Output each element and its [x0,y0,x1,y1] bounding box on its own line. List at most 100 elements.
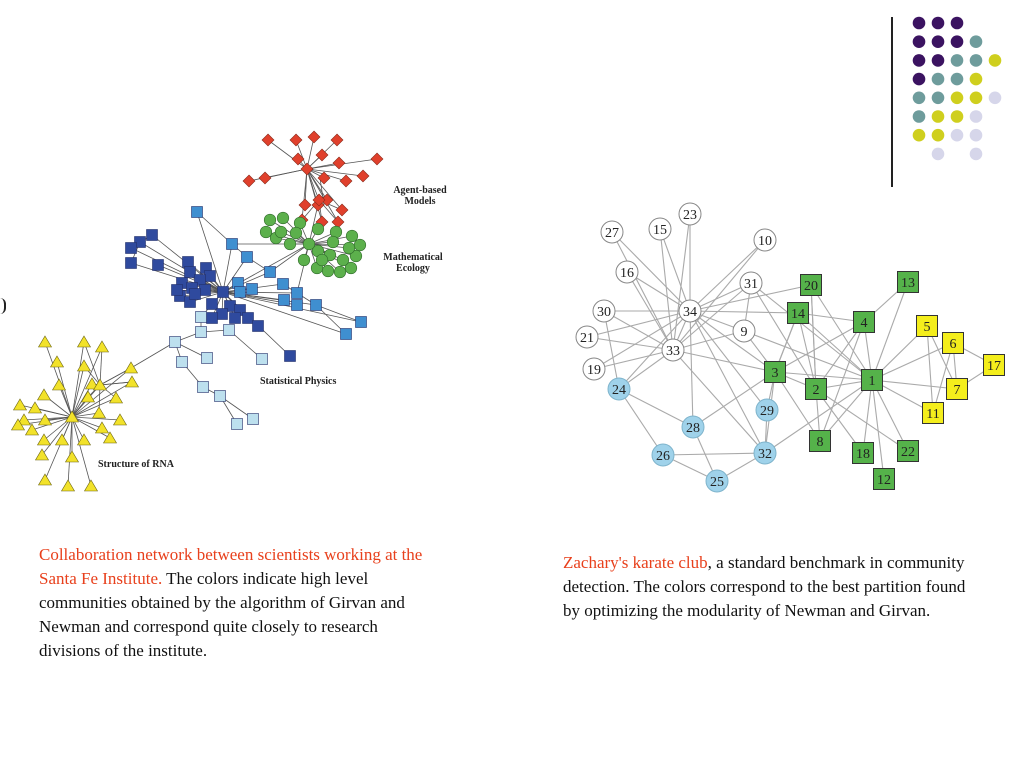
santa-fe-caption-text: The colors indicate high level communiti… [39,569,405,660]
rna-node [108,391,124,404]
group-label-line: Ecology [396,263,430,274]
agent-based-node [315,148,329,162]
ecology-node [263,213,277,227]
rna-node [102,431,118,444]
edge [222,291,285,301]
decor-dot [931,54,945,67]
edge [222,243,233,293]
edge [157,264,224,293]
slide-edge-mark [0,298,6,314]
edge [99,381,133,386]
karate-node-label: 21 [580,331,594,346]
karate-node-label: 28 [686,421,700,436]
edge [222,271,271,293]
physics-node [291,299,303,311]
karate-edge [810,284,873,381]
edge [34,407,73,418]
decor-dot [988,54,1002,67]
ecology-node [302,237,316,251]
karate-edge [815,388,909,452]
agent-based-node [242,174,256,188]
karate-edge [611,231,674,351]
physics-node [176,356,188,368]
karate-node-green [873,468,895,490]
edge [306,168,320,201]
karate-edge [689,310,766,454]
group-label-line: Structure of RNA [98,459,175,470]
edge [306,168,323,223]
agent-based-node [335,203,349,217]
karate-node-white [739,271,763,295]
karate-node-blue [651,443,675,467]
karate-edge [815,321,865,390]
group-label-rna: Structure of RNA [98,459,175,470]
decor-dot [950,91,964,105]
rna-node [24,423,40,436]
ecology-node [274,225,288,239]
physics-node [310,299,322,311]
agent-based-node [356,169,370,183]
physics-node [355,316,367,328]
rna-node [10,418,26,431]
rna-node [123,361,139,374]
karate-node-label: 26 [656,449,670,464]
ecology-node [289,226,303,240]
edge [44,416,73,481]
decor-dot [950,110,964,123]
rna-node [37,473,53,486]
karate-node-green [897,271,919,293]
karate-node-green [853,311,875,333]
edge [306,168,343,211]
ecology-node [349,249,363,263]
karate-node-green [805,378,827,400]
rna-node [37,413,53,426]
physics-node [247,413,259,425]
decor-dot [969,54,983,67]
agent-based-node [332,156,346,170]
edge [222,256,248,293]
physics-node [234,286,246,298]
karate-edge [689,310,776,373]
decor-dot [931,16,945,30]
karate-node-label: 6 [950,337,957,352]
karate-node-yellow [942,332,964,354]
physics-node [195,326,207,338]
karate-edge [692,371,776,428]
ecology-node [345,229,359,243]
ecology-node [315,253,329,267]
ecology-node [344,261,358,275]
physics-node [252,320,264,332]
karate-node-label: 27 [605,226,619,241]
physics-node [241,251,253,263]
edge [295,139,308,170]
rna-node [76,359,92,372]
karate-edge [871,342,954,381]
karate-edge [603,310,620,390]
decor-dot [969,147,983,161]
physics-node [264,266,276,278]
edge [41,416,73,456]
karate-node-yellow [916,315,938,337]
rna-node [36,388,52,401]
rna-node [34,448,50,461]
karate-edge [871,281,909,381]
karate-node-label: 14 [791,307,805,322]
karate-node-label: 18 [856,447,870,462]
karate-node-label: 10 [758,234,772,249]
karate-edge [774,321,865,373]
karate-node-white [678,299,702,323]
physics-node [189,288,201,300]
rna-node [92,378,108,391]
karate-node-green [897,440,919,462]
karate-node-green [861,369,883,391]
edge [67,416,73,487]
header-divider-line [891,17,893,187]
karate-edge [611,231,691,312]
karate-edge [618,388,664,456]
group-label-physics: Statistical Physics [260,376,336,387]
karate-node-yellow [946,378,968,400]
rna-node [36,433,52,446]
agent-based-node [317,171,331,185]
agent-based-node [289,133,303,147]
agent-based-node [330,133,344,147]
